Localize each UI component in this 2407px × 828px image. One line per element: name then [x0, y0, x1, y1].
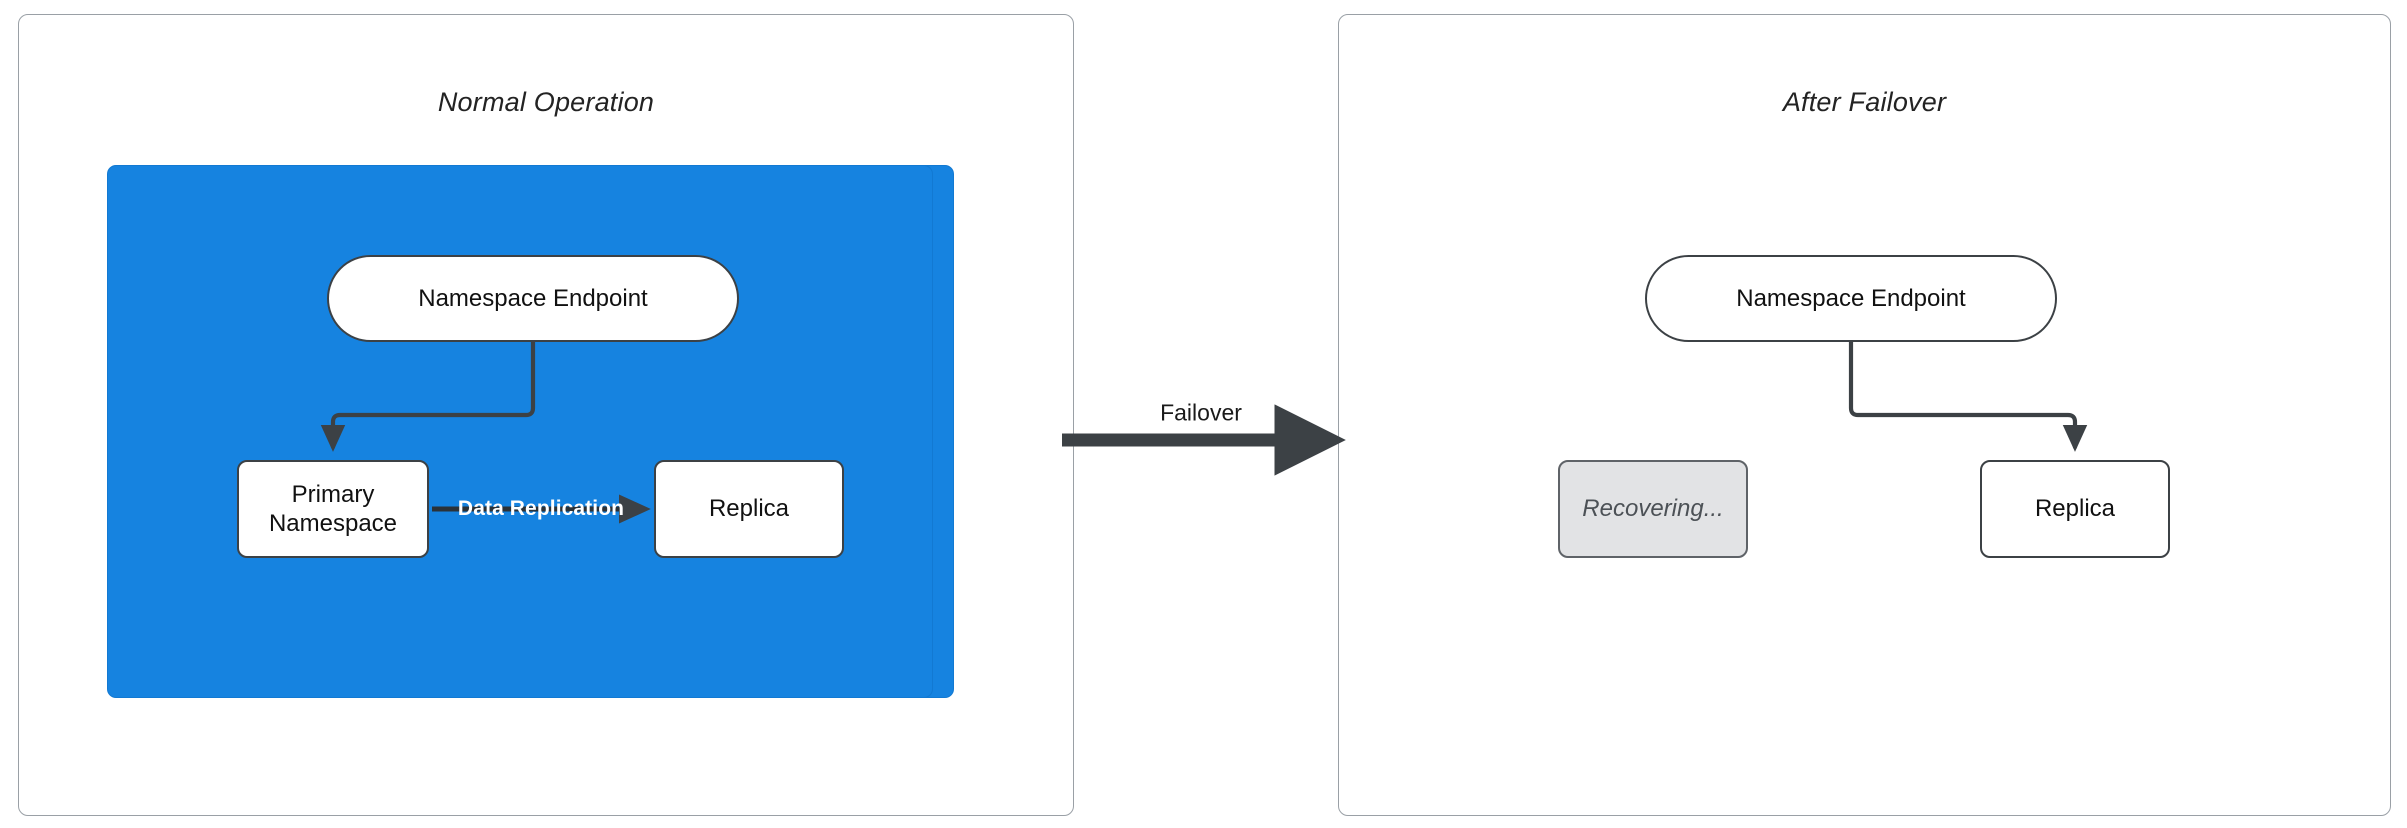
node-label: Namespace Endpoint	[1736, 284, 1966, 312]
node-label: Replica	[708, 495, 790, 523]
cluster-after-failover	[107, 165, 933, 698]
node-label: Primary Namespace	[269, 480, 397, 539]
node-primary-namespace[interactable]: Primary Namespace	[237, 460, 429, 558]
node-replica-promoted[interactable]: Replica	[1980, 460, 2170, 558]
node-namespace-endpoint-primary[interactable]: Namespace Endpoint	[327, 255, 739, 342]
panel-title-after-failover: After Failover	[1782, 87, 1947, 117]
edge-label-data-replication: Data Replication	[457, 497, 625, 520]
panel-title-normal-operation: Normal Operation	[437, 87, 655, 117]
node-label: Namespace Endpoint	[418, 284, 648, 312]
node-recovering[interactable]: Recovering...	[1558, 460, 1748, 558]
node-namespace-endpoint-failover[interactable]: Namespace Endpoint	[1645, 255, 2057, 342]
node-label: Replica	[2034, 495, 2116, 523]
node-label: Recovering...	[1582, 495, 1724, 523]
edge-label-failover: Failover	[1160, 399, 1242, 426]
node-replica-primary-region[interactable]: Replica	[654, 460, 844, 558]
node-label-line1: Primary	[291, 480, 375, 508]
panel-after-failover: After Failover	[1338, 14, 2391, 816]
node-label-line2: Namespace	[268, 510, 398, 537]
